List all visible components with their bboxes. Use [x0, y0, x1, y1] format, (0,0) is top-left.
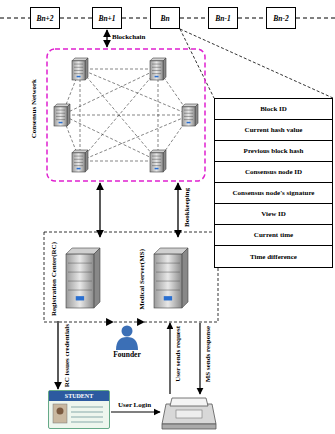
- block-box: Bn+2: [30, 7, 60, 29]
- mesh-link: [62, 115, 190, 116]
- table-cell: Time difference: [215, 246, 332, 267]
- credential-card: STUDENT: [48, 390, 110, 429]
- block-name: Bn+2: [36, 14, 53, 23]
- chain-link: [60, 18, 92, 19]
- server-label: Registration Center(RC): [50, 242, 58, 316]
- table-cell: Current time: [215, 225, 332, 246]
- consensus-node-icon: [150, 58, 166, 80]
- person-label: Founder: [113, 350, 141, 359]
- table-cell: Consensus node ID: [215, 162, 332, 183]
- leader-line: [180, 29, 214, 98]
- region-title: Consensus Network: [30, 79, 38, 138]
- chain-line: [0, 18, 30, 19]
- arrow-label: User sends request: [173, 326, 183, 382]
- table-cell: Current hash value: [215, 120, 332, 141]
- consensus-outline: [46, 48, 206, 182]
- block-box: Bn+1: [92, 7, 122, 29]
- group-box: [44, 232, 218, 322]
- flow-arrow: [177, 183, 178, 237]
- consensus-node-icon: [182, 104, 198, 126]
- chain-link: [238, 18, 266, 19]
- flow-arrow: [57, 321, 58, 389]
- table-cell: View ID: [215, 204, 332, 225]
- consensus-region: Consensus Network: [28, 48, 206, 182]
- mesh-link: [80, 69, 158, 70]
- edge-label: Bookkeeping: [182, 188, 192, 227]
- mesh-link: [80, 69, 190, 115]
- card-heading: STUDENT: [49, 391, 109, 401]
- block-name: Bn-1: [215, 14, 230, 23]
- request-arrow: [169, 323, 170, 394]
- chain-link: [180, 18, 208, 19]
- consensus-node-icon: [72, 150, 88, 172]
- block-box: Bn-1: [208, 7, 238, 29]
- person-icon: [114, 324, 140, 350]
- block-name: Bn-2: [273, 14, 288, 23]
- flow-arrow: [99, 183, 100, 237]
- table-cell: Previous block hash: [215, 141, 332, 162]
- arrow-label: User Login: [117, 401, 152, 409]
- block-structure-table: Block IDCurrent hash valuePrevious block…: [214, 98, 333, 268]
- consensus-node-icon: [54, 104, 70, 126]
- card-picture: [49, 402, 109, 428]
- table-cell: Block ID: [215, 99, 332, 120]
- terminal-device: [162, 398, 216, 429]
- server-icon: [150, 246, 194, 312]
- consensus-node-icon: [72, 58, 88, 80]
- block-box: Bn: [150, 7, 180, 29]
- table-cell: Consensus node's signature: [215, 183, 332, 204]
- arrow-label: MS sends response: [203, 326, 213, 382]
- block-name: Bn: [160, 14, 169, 23]
- chain-line: [296, 18, 335, 19]
- block-name: Bn+1: [98, 14, 115, 23]
- edge-label: Blockchain: [111, 33, 146, 41]
- server-label: Medical Server(MS): [138, 249, 146, 310]
- server-node: Registration Center(RC): [50, 238, 124, 320]
- mesh-link: [80, 161, 158, 162]
- consensus-node-icon: [150, 150, 166, 172]
- server-node: Medical Server(MS): [138, 238, 214, 320]
- login-arrow: [111, 411, 160, 412]
- block-box: Bn-2: [266, 7, 296, 29]
- response-arrow: [199, 323, 200, 394]
- flow-arrow: [106, 30, 107, 47]
- mesh-link: [80, 115, 190, 161]
- server-icon: [62, 246, 106, 312]
- leader-line: [180, 29, 333, 98]
- edge-label: RC issues credentials: [62, 324, 72, 387]
- founder-figure: Founder: [102, 324, 152, 366]
- chain-link: [122, 18, 150, 19]
